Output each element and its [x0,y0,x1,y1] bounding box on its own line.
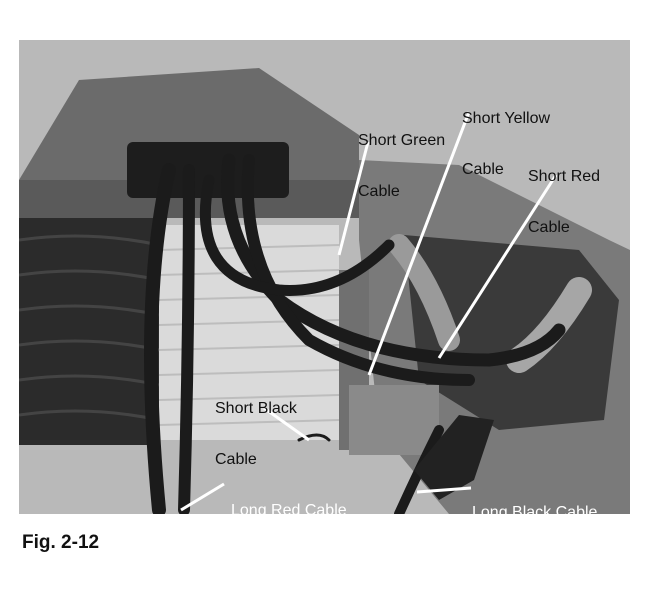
long-red-cable [144,163,176,514]
leader-short-red [437,174,558,359]
label-short-green-line2: Cable [358,183,400,200]
label-short-black-line2: Cable [215,451,257,468]
label-short-green: Short Green Cable [358,98,445,217]
drum-cover [19,215,159,445]
label-long-black-line1: Long Black Cable [472,504,598,521]
label-short-red-line2: Cable [528,219,570,236]
yellow-cable-sleeve [388,234,460,351]
short-green-cable [199,174,395,296]
terminal-plate [349,385,439,455]
label-short-yellow: Short Yellow Cable [462,76,550,195]
label-short-red-line1: Short Red [528,168,601,185]
label-short-black: Short Black Cable [215,366,297,485]
black-terminal-boot [414,415,494,500]
drum-cover-texture [19,234,160,422]
label-short-black-line1: Short Black [215,400,297,417]
label-long-red-line1: Long Red Cable [231,502,347,519]
short-yellow-cable [241,154,475,386]
leader-long-black [416,486,472,494]
label-long-black-line2: to battery (-) [472,555,560,572]
leader-long-red [180,482,225,512]
leader-short-green [337,141,370,256]
leader-lines [180,111,558,512]
label-long-black: Long Black Cable to battery (-) [472,470,597,589]
label-long-red-line2: to battery (+) [231,553,323,570]
leader-short-yellow [367,111,471,376]
label-short-red: Short Red Cable [528,134,600,253]
label-short-yellow-line2: Cable [462,161,504,178]
winch-photo [19,40,630,514]
label-short-green-line1: Short Green [358,132,446,149]
label-long-red: Long Red Cable to battery (+) [231,468,347,587]
winch-illustration [19,40,630,514]
short-black-cable [297,433,331,442]
leader-short-black [263,406,310,442]
label-short-yellow-line1: Short Yellow [462,110,551,127]
figure-caption: Fig. 2-12 [22,532,100,553]
cables [144,153,566,514]
short-red-cable [221,153,566,367]
